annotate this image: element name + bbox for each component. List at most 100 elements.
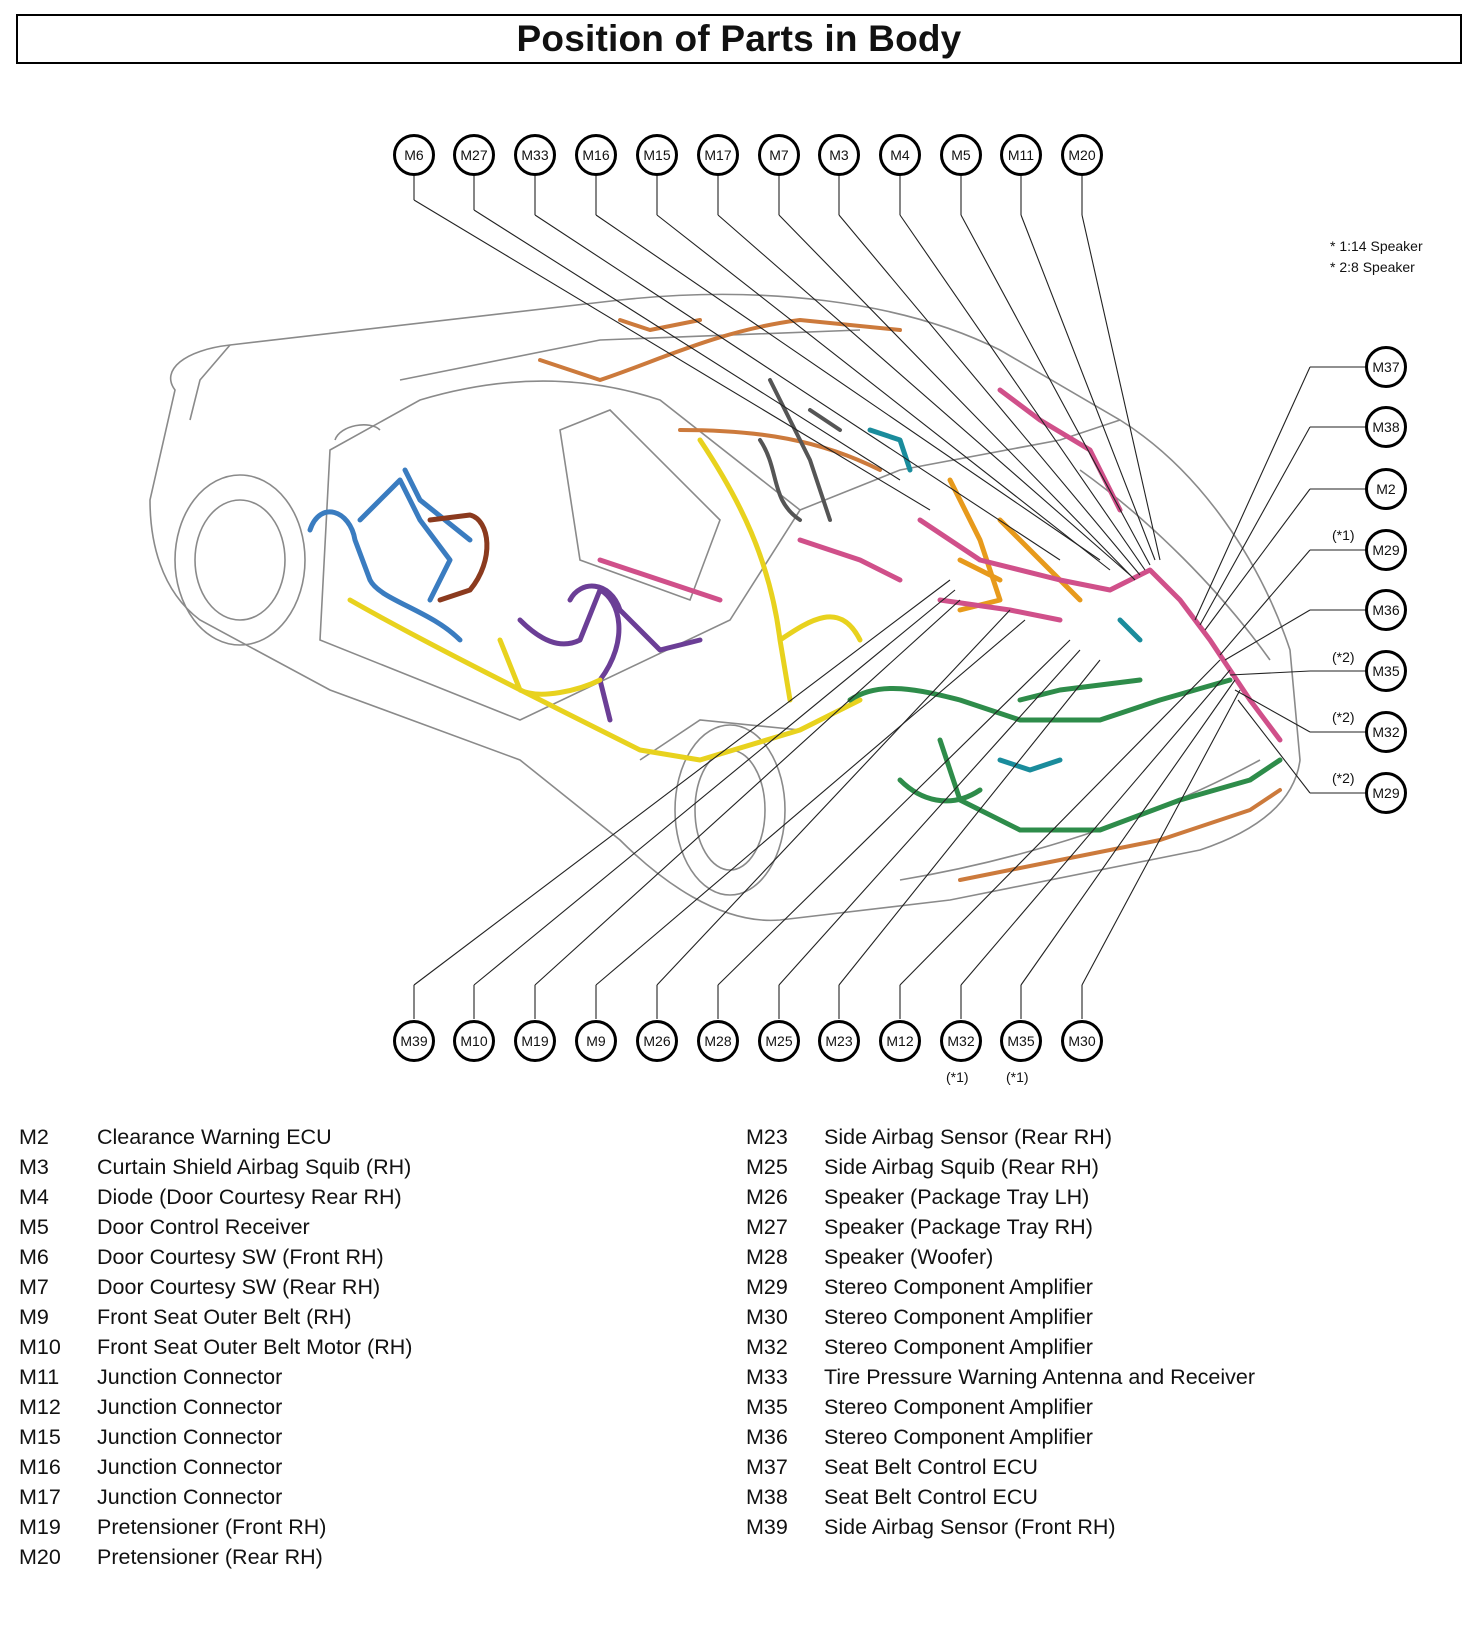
legend-code: M27 [746, 1215, 788, 1239]
legend-code: M5 [19, 1215, 49, 1239]
rear-door-harness [517, 583, 703, 723]
legend-name: Front Seat Outer Belt (RH) [97, 1305, 352, 1329]
legend-code: M2 [19, 1125, 49, 1149]
legend-code: M26 [746, 1185, 788, 1209]
legend-name: Door Courtesy SW (Front RH) [97, 1245, 384, 1269]
legend-name: Tire Pressure Warning Antenna and Receiv… [824, 1365, 1256, 1389]
legend-name: Stereo Component Amplifier [824, 1425, 1093, 1449]
legend-name: Side Airbag Sensor (Front RH) [824, 1515, 1116, 1539]
callout-m32: M32 [940, 1020, 982, 1062]
legend-code: M10 [19, 1335, 61, 1359]
callout-m29-upper-note: (*1) [1332, 527, 1355, 543]
legend-name: Clearance Warning ECU [97, 1125, 332, 1149]
callout-m32-note: (*1) [946, 1069, 969, 1085]
callout-m29-lower: M29 [1365, 772, 1407, 814]
callout-m4: M4 [879, 134, 921, 176]
legend-code: M36 [746, 1425, 788, 1449]
car-body-outline [149, 293, 1301, 922]
legend-name: Side Airbag Squib (Rear RH) [824, 1155, 1099, 1179]
legend-code: M11 [19, 1365, 60, 1389]
callout-m23: M23 [818, 1020, 860, 1062]
legend-code: M17 [19, 1485, 61, 1509]
legend-name: Pretensioner (Rear RH) [97, 1545, 323, 1569]
legend-code: M15 [19, 1425, 61, 1449]
legend-code: M38 [746, 1485, 788, 1509]
legend-code: M16 [19, 1455, 61, 1479]
callout-m28: M28 [697, 1020, 739, 1062]
callout-m36: M36 [1365, 589, 1407, 631]
legend-row: M15 Junction Connector [19, 1422, 412, 1452]
legend-name: Stereo Component Amplifier [824, 1335, 1093, 1359]
callout-m9: M9 [575, 1020, 617, 1062]
legend-code: M32 [746, 1335, 788, 1359]
legend-row: M36 Stereo Component Amplifier [746, 1422, 1255, 1452]
teal-harness [867, 427, 1143, 773]
legend-code: M30 [746, 1305, 788, 1329]
callout-m7: M7 [758, 134, 800, 176]
title-text: Position of Parts in Body [516, 18, 962, 59]
legend-name: Speaker (Package Tray RH) [824, 1215, 1093, 1239]
callout-m35-right: M35 [1365, 650, 1407, 692]
callout-m6: M6 [393, 134, 435, 176]
legend-code: M28 [746, 1245, 788, 1269]
callout-m12: M12 [879, 1020, 921, 1062]
callout-m25: M25 [758, 1020, 800, 1062]
legend-row: M11 Junction Connector [19, 1362, 412, 1392]
legend-code: M20 [19, 1545, 61, 1569]
callout-m35-right-note: (*2) [1332, 649, 1355, 665]
legend-row: M27 Speaker (Package Tray RH) [746, 1212, 1255, 1242]
callout-m11: M11 [1000, 134, 1042, 176]
legend-code: M35 [746, 1395, 788, 1419]
legend-code: M12 [19, 1395, 61, 1419]
legend-code: M23 [746, 1125, 788, 1149]
legend-name: Stereo Component Amplifier [824, 1305, 1093, 1329]
legend-code: M7 [19, 1275, 49, 1299]
callout-m20: M20 [1061, 134, 1103, 176]
legend-row: M33 Tire Pressure Warning Antenna and Rec… [746, 1362, 1255, 1392]
leader-lines-top [413, 176, 1161, 581]
harness-bundles [307, 318, 1283, 882]
front-door-harness [307, 467, 473, 643]
callout-m16: M16 [575, 134, 617, 176]
console-harness [758, 378, 842, 522]
callout-m29-upper: M29 [1365, 529, 1407, 571]
callout-m17: M17 [697, 134, 739, 176]
legend-code: M37 [746, 1455, 788, 1479]
legend-name: Junction Connector [97, 1365, 283, 1389]
page-title: Position of Parts in Body [16, 14, 1462, 64]
legend-row: M37 Seat Belt Control ECU [746, 1452, 1255, 1482]
legend-name: Junction Connector [97, 1425, 283, 1449]
callout-m5: M5 [940, 134, 982, 176]
legend-code: M39 [746, 1515, 788, 1539]
callout-m37: M37 [1365, 346, 1407, 388]
callout-m30: M30 [1061, 1020, 1103, 1062]
door-brown-harness [427, 512, 490, 603]
callout-m32-right: M32 [1365, 711, 1407, 753]
legend-code: M33 [746, 1365, 788, 1389]
callout-m39: M39 [393, 1020, 435, 1062]
callout-m27: M27 [453, 134, 495, 176]
legend-row: M2 Clearance Warning ECU [19, 1122, 412, 1152]
callout-m10: M10 [453, 1020, 495, 1062]
legend-row: M32 Stereo Component Amplifier [746, 1332, 1255, 1362]
legend-code: M4 [19, 1185, 49, 1209]
legend-code: M6 [19, 1245, 49, 1269]
legend-name: Door Courtesy SW (Rear RH) [97, 1275, 381, 1299]
legend-name: Stereo Component Amplifier [824, 1275, 1093, 1299]
callout-m35: M35 [1000, 1020, 1042, 1062]
leader-lines-bottom [413, 579, 1241, 1019]
legend-name: Seat Belt Control ECU [824, 1485, 1038, 1509]
callout-m26: M26 [636, 1020, 678, 1062]
legend-name: Seat Belt Control ECU [824, 1455, 1038, 1479]
